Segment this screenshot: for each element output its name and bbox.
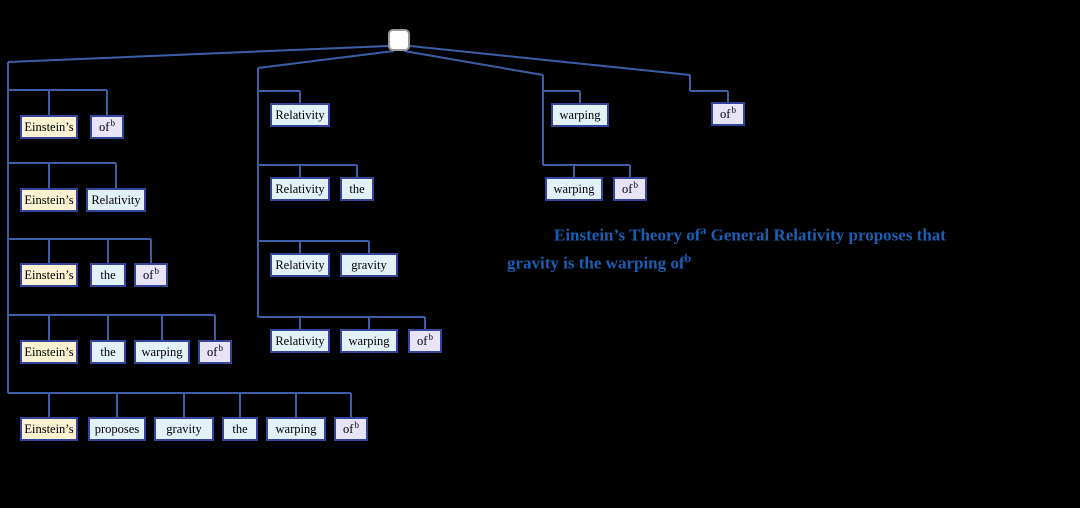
tree-node-gravity: gravity [154, 417, 214, 441]
tree-node-warping: warping [340, 329, 398, 353]
tree-node-sup: b [110, 117, 115, 128]
tree-node-warping: warping [266, 417, 326, 441]
tree-node-warping: warping [545, 177, 603, 201]
tree-node-einsteins: Einstein’s [20, 417, 78, 441]
tree-node-label: of [720, 106, 731, 121]
tree-node-label: the [100, 267, 116, 282]
tree-node-label: Einstein’s [24, 119, 74, 134]
tree-node-proposes: proposes [88, 417, 146, 441]
tree-node-label: gravity [166, 421, 202, 436]
tree-node-label: Relativity [275, 333, 325, 348]
tree-node-einsteins: Einstein’s [20, 188, 78, 212]
tree-node-relativity: Relativity [86, 188, 146, 212]
tree-node-sup: b [633, 179, 638, 190]
tree-node-label: of [99, 119, 110, 134]
tree-node-label: of [417, 333, 428, 348]
caption-part2: General Relativity proposes that [706, 225, 946, 245]
tree-node-the: the [222, 417, 258, 441]
tree-node-relativity: Relativity [270, 103, 330, 127]
tree-node-label: Einstein’s [24, 267, 74, 282]
tree-node-label: the [100, 344, 116, 359]
caption-part1: Einstein’s Theory of [554, 225, 701, 245]
tree-node-label: Relativity [91, 192, 141, 207]
tree-node-label: warping [559, 107, 601, 122]
tree-node-gravity: gravity [340, 253, 398, 277]
tree-node-label: Relativity [275, 257, 325, 272]
tree-node-the: the [340, 177, 374, 201]
tree-node-relativity: Relativity [270, 177, 330, 201]
tree-node-label: Einstein’s [24, 192, 74, 207]
tree-node-label: of [207, 344, 218, 359]
tree-node-label: warping [553, 181, 595, 196]
tree-node-sup: b [154, 265, 159, 276]
tree-node-sup: b [428, 331, 433, 342]
tree-node-einsteins: Einstein’s [20, 263, 78, 287]
caption-sup-a: a [700, 223, 707, 237]
tree-node-label: warping [348, 333, 390, 348]
tree-node-label: warping [141, 344, 183, 359]
tree-node-label: Einstein’s [24, 421, 74, 436]
tree-node-label: Einstein’s [24, 344, 74, 359]
caption-sup-b: b [684, 250, 692, 265]
tree-node-relativity: Relativity [270, 253, 330, 277]
tree-node-label: Relativity [275, 107, 325, 122]
tree-node-label: warping [275, 421, 317, 436]
tree-node-label: of [343, 421, 354, 436]
tree-node-sup: b [354, 419, 359, 430]
tree-node-sup: b [218, 342, 223, 353]
caption-text: Einstein’s Theory ofa General Relativity… [507, 219, 1029, 274]
tree-node-relativity: Relativity [270, 329, 330, 353]
tree-node-label: the [232, 421, 248, 436]
tree-node-label: Relativity [275, 181, 325, 196]
tree-node-einsteins: Einstein’s [20, 340, 78, 364]
tree-node-label: proposes [94, 421, 140, 436]
tree-node-label: the [349, 181, 365, 196]
tree-node-warping: warping [551, 103, 609, 127]
root-node [388, 29, 410, 51]
tree-node-the: the [90, 263, 126, 287]
tree-node-the: the [90, 340, 126, 364]
tree-node-sup: b [731, 104, 736, 115]
tree-node-einsteins: Einstein’s [20, 115, 78, 139]
tree-node-label: of [143, 267, 154, 282]
caption-part3: gravity is the warping of [507, 253, 685, 273]
tree-node-label: of [622, 181, 633, 196]
tree-node-warping: warping [134, 340, 190, 364]
tree-node-label: gravity [351, 257, 387, 272]
